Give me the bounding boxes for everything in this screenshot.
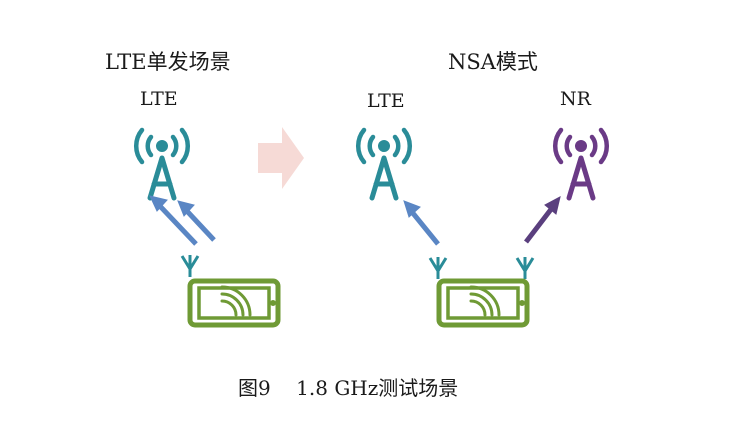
arrow-icon: [524, 206, 554, 244]
antenna-icon: [428, 255, 448, 281]
phone-icon: [190, 281, 278, 325]
arrow-icon: [184, 208, 216, 242]
right-panel-title: NSA模式: [448, 50, 538, 74]
left-panel-title: LTE单发场景: [105, 50, 231, 74]
antenna-icon: [180, 253, 200, 279]
arrow-head: [177, 200, 195, 217]
transition-arrow-icon: [258, 127, 304, 189]
figure-caption: 图9 1.8 GHz测试场景: [238, 376, 459, 400]
right-lte-label: LTE: [367, 90, 405, 112]
lte-tower-icon: [136, 130, 188, 198]
arrow-head: [149, 195, 168, 212]
arrow-head: [403, 200, 421, 218]
lte-tower-icon: [358, 130, 410, 198]
arrow-head: [544, 196, 561, 215]
nr-tower-icon: [555, 130, 607, 198]
arrow-icon: [156, 202, 198, 246]
uplink-arrow-nr: [524, 196, 561, 244]
antenna-icon: [515, 255, 535, 281]
right-nr-label: NR: [560, 88, 591, 110]
uplink-arrows-left: [149, 195, 216, 246]
arrow-icon: [410, 210, 440, 246]
left-lte-label: LTE: [140, 88, 178, 110]
uplink-arrow-lte: [403, 200, 440, 246]
phone-icon: [439, 281, 527, 325]
